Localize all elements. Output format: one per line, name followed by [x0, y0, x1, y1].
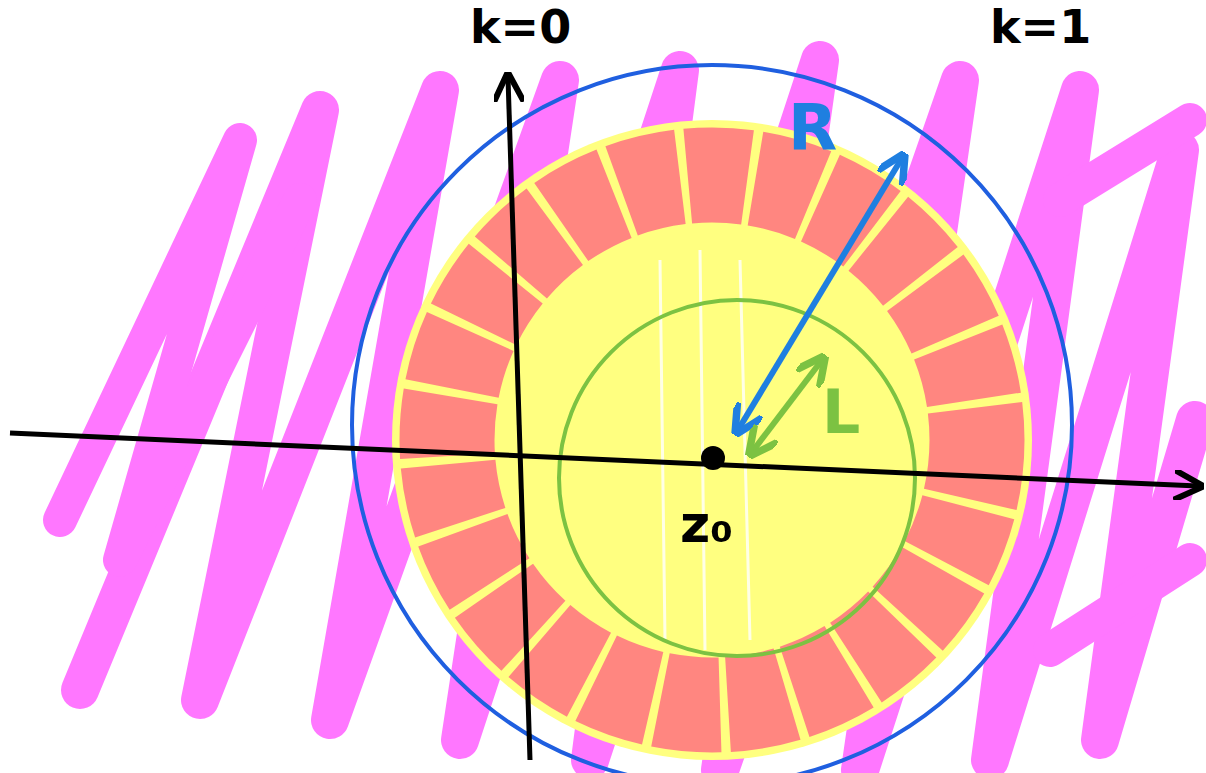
radius-label: L	[822, 382, 860, 442]
radius-label: R	[788, 96, 837, 160]
yellow-disk	[392, 120, 1032, 760]
radius-l-arrow	[752, 360, 822, 452]
imaginary-axis	[508, 78, 530, 760]
region-label: k=0	[470, 4, 571, 50]
inner-circle	[559, 300, 915, 656]
real-axis	[10, 433, 1198, 486]
point-label: z₀	[680, 498, 733, 550]
center-point	[701, 446, 725, 470]
outer-circle	[352, 65, 1072, 773]
region-label: k=1	[990, 4, 1091, 50]
radius-r-arrow	[738, 158, 902, 430]
